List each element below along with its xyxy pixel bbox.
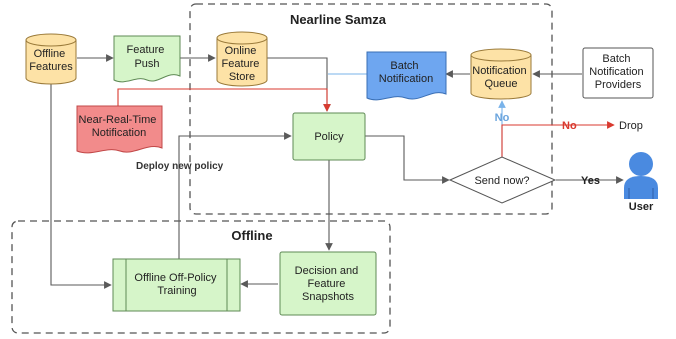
user-label: User [629, 201, 654, 213]
offline-features-node: Offline Features [25, 33, 77, 85]
send-now-decision-node: Send now? [448, 156, 557, 204]
snapshots-label-1: Decision and [295, 265, 359, 277]
no-to-drop-label: No [562, 120, 577, 132]
providers-label-1: Batch [602, 53, 630, 65]
drop-label: Drop [619, 120, 643, 132]
no-to-queue-label: No [495, 112, 510, 124]
notification-queue-label-2: Queue [484, 78, 517, 90]
near-real-time-notification-node: Near-Real-Time Notification [76, 105, 163, 154]
feature-push-node: Feature Push [113, 35, 181, 83]
edge-offline-to-training [50, 83, 112, 289]
snapshots-label-3: Snapshots [302, 291, 354, 303]
providers-label-2: Notification [589, 66, 643, 78]
online-feature-store-label-1: Online [225, 45, 257, 57]
nrt-label-2: Notification [92, 127, 146, 139]
edge-nrt-to-policy [117, 88, 331, 112]
svg-text:Decision and Feature: Decision and Feature Snapshots [295, 265, 362, 303]
offline-off-policy-training-node: Offline Off-Policy Training [112, 258, 241, 312]
svg-text:Offline Features: Offline Features [29, 48, 73, 73]
offline-title: Offline [231, 228, 272, 243]
policy-label: Policy [314, 131, 344, 143]
notification-queue-node: Notification Queue [470, 48, 532, 100]
send-now-label: Send now? [474, 175, 529, 187]
notification-queue-label-1: Notification [472, 65, 526, 77]
svg-text:Near-Real-Time Notificat: Near-Real-Time Notification [79, 114, 160, 139]
svg-text:Notification Queue: Notification Queue [472, 65, 529, 90]
policy-node: Policy [292, 112, 366, 161]
offline-features-label-2: Features [29, 61, 73, 73]
decision-snapshots-node: Decision and Feature Snapshots [279, 251, 377, 316]
batch-notification-label-1: Batch [390, 60, 418, 72]
batch-notification-node: Batch Notification [366, 51, 447, 101]
svg-text:Batch Notification: Batch Notification Providers [589, 53, 646, 91]
nearline-samza-group [189, 3, 553, 215]
batch-notification-providers-node: Batch Notification Providers [582, 47, 654, 99]
offline-group [11, 220, 391, 334]
online-feature-store-node: Online Feature Store [216, 31, 268, 87]
person-icon [624, 152, 658, 199]
offline-features-label-1: Offline [34, 48, 66, 60]
edge-policy-to-send [365, 135, 450, 184]
nrt-label-1: Near-Real-Time [79, 114, 157, 126]
svg-text:Feature Push: Feature Push [127, 44, 168, 70]
batch-notification-label-2: Notification [379, 73, 433, 85]
online-feature-store-label-3: Store [229, 71, 255, 83]
feature-push-label-1: Feature [127, 44, 165, 56]
edge-store-to-policy [267, 57, 331, 112]
feature-push-label-2: Push [134, 58, 159, 70]
training-label-1: Offline Off-Policy [134, 272, 217, 284]
yes-label: Yes [581, 175, 600, 187]
training-label-2: Training [157, 285, 196, 297]
deploy-new-policy-label: Deploy new policy [136, 161, 224, 172]
edges [50, 54, 624, 289]
svg-text:Batch Notification: Batch Notification [379, 60, 433, 85]
snapshots-label-2: Feature [308, 278, 346, 290]
svg-text:Online Feature Sto: Online Feature Store [222, 45, 263, 83]
edge-send-no-to-drop [501, 121, 615, 157]
providers-label-3: Providers [595, 79, 642, 91]
online-feature-store-label-2: Feature [222, 58, 260, 70]
svg-text:Offline Off-Policy Train: Offline Off-Policy Training [134, 272, 219, 297]
nearline-samza-title: Nearline Samza [290, 12, 387, 27]
edge-training-to-policy [178, 132, 292, 259]
user-node: User [624, 152, 658, 213]
